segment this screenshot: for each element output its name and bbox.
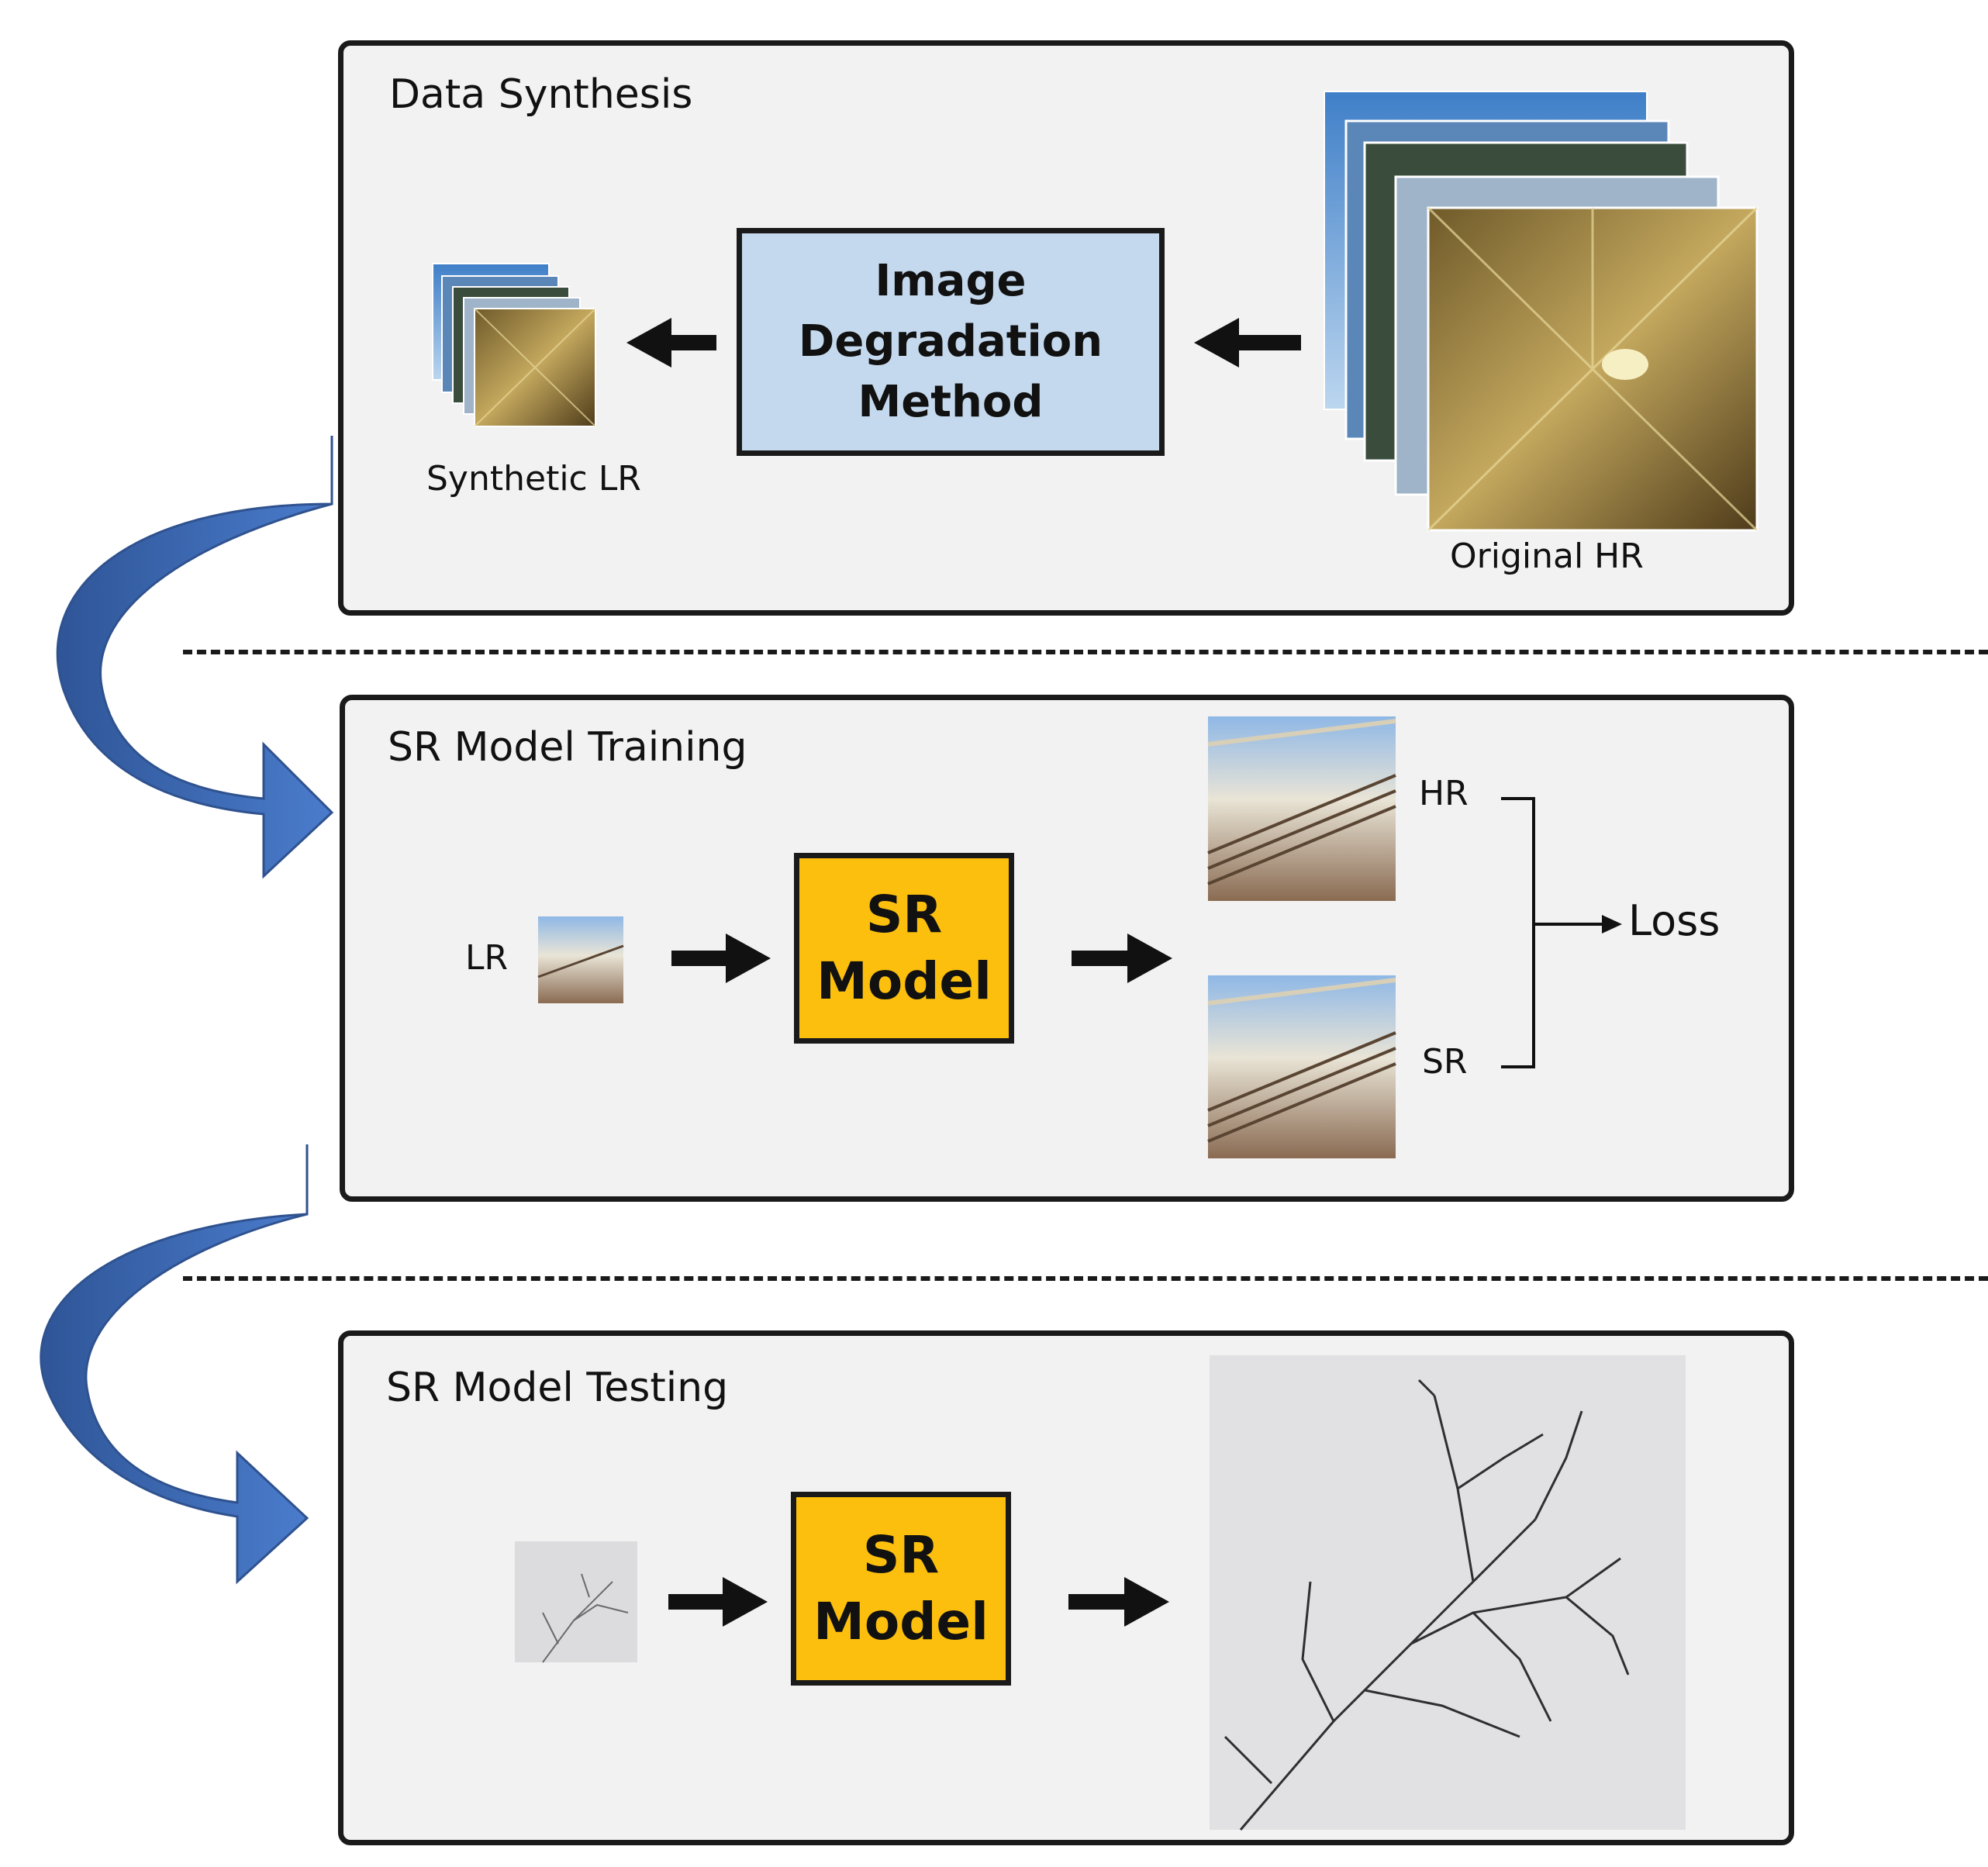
hr-thumbnail bbox=[1207, 716, 1396, 901]
loss-bracket bbox=[1501, 797, 1605, 1068]
image-degradation-method-box: Image Degradation Method bbox=[737, 228, 1165, 456]
sr-model-box-testing: SR Model bbox=[791, 1492, 1011, 1686]
sr-model-line-1: SR bbox=[865, 885, 943, 944]
arrow-sr-testing-to-output bbox=[1068, 1577, 1169, 1627]
synthetic-lr-image-stack bbox=[432, 263, 596, 427]
sr-training-title: SR Model Training bbox=[388, 724, 747, 771]
arrow-hr-to-degradation bbox=[1194, 318, 1301, 368]
flow-arrow-1 bbox=[56, 436, 334, 879]
test-sr-output-image bbox=[1210, 1355, 1686, 1831]
method-line-1: Image bbox=[875, 256, 1027, 306]
flow-arrow-2 bbox=[40, 1144, 309, 1585]
original-hr-caption: Original HR bbox=[1450, 537, 1644, 576]
original-hr-image-stack bbox=[1324, 91, 1758, 532]
method-line-2: Degradation bbox=[798, 316, 1103, 367]
separator-line-2 bbox=[183, 1276, 1988, 1281]
loss-arrowhead bbox=[1602, 915, 1622, 934]
arrow-lr-to-sr-training bbox=[671, 934, 771, 983]
sr-model-line-1: SR bbox=[862, 1525, 940, 1585]
arrow-lr-to-sr-testing bbox=[668, 1577, 768, 1627]
method-line-3: Method bbox=[858, 377, 1044, 427]
hr-label: HR bbox=[1419, 774, 1469, 813]
test-lr-thumbnail bbox=[515, 1541, 637, 1663]
lr-input-label: LR bbox=[465, 938, 509, 978]
sr-label: SR bbox=[1422, 1042, 1468, 1082]
sr-output-thumbnail bbox=[1207, 975, 1396, 1158]
lr-input-thumbnail bbox=[537, 916, 624, 1003]
arrow-sr-training-to-output bbox=[1072, 934, 1172, 983]
loss-label: Loss bbox=[1628, 896, 1721, 945]
synthetic-lr-caption: Synthetic LR bbox=[426, 459, 641, 499]
data-synthesis-title: Data Synthesis bbox=[389, 71, 693, 118]
sr-model-line-2: Model bbox=[813, 1592, 989, 1651]
sr-model-line-2: Model bbox=[816, 951, 992, 1011]
sr-model-box-training: SR Model bbox=[794, 853, 1014, 1044]
arrow-degradation-to-lr bbox=[626, 318, 716, 368]
sr-testing-title: SR Model Testing bbox=[386, 1365, 729, 1411]
separator-line-1 bbox=[183, 650, 1988, 654]
